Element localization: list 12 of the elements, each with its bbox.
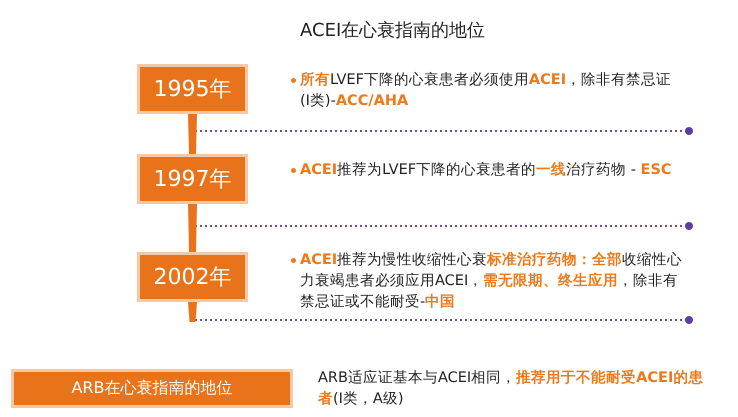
- note-text: ARB适应证基本与ACEI相同，推荐用于不能耐受ACEI的患者(I类，A级): [318, 368, 704, 409]
- note-text: ACEI推荐为慢性收缩性心衰标准治疗药物：全部收缩性心力衰竭患者必须应用ACEI，需无限期、终生应用，除非有禁忌证或不能耐受-中国: [300, 250, 684, 312]
- note-text: 所有LVEF下降的心衰患者必须使用ACEI，除非有禁忌证 (I类)-ACC/AHA: [300, 70, 672, 111]
- timeline-connector: [188, 114, 197, 154]
- title: ACEI在心衰指南的地位: [300, 19, 486, 42]
- year-box: 1997年: [140, 157, 245, 201]
- timeline-connector: [188, 302, 197, 322]
- note-text: ACEI推荐为LVEF下降的心衰患者的一线治疗药物 - ESC: [300, 160, 673, 180]
- heading-box: ARB在心衰指南的地位: [14, 372, 290, 405]
- year-box: 2002年: [140, 255, 245, 299]
- timeline-connector: [188, 204, 197, 252]
- year-box: 1995年: [140, 67, 245, 111]
